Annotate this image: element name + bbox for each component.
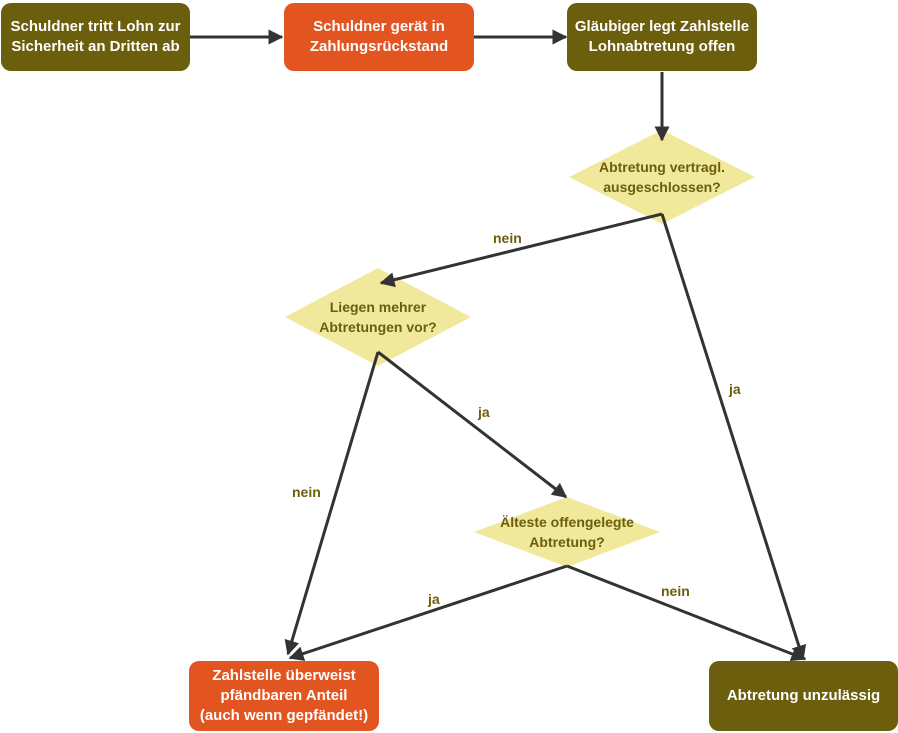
decision-text-line: Liegen mehrer (329, 299, 427, 315)
node-glaeubiger-legt-offen: Gläubiger legt Zahlstelle Lohnabtretung … (567, 3, 757, 71)
decision-text-line: Älteste offengelegte (500, 514, 634, 530)
decision-vertraglich-ausgeschlossen: Abtretung vertragl. ausgeschlossen? (569, 150, 755, 204)
node-text-line: Zahlungsrückstand (309, 38, 449, 55)
node-text-line: Abtretung unzulässig (726, 687, 881, 704)
edge-label-aelteste-nein: nein (661, 583, 690, 599)
edge-label-mehrere-ja: ja (478, 404, 490, 420)
edge-vertraglich-nein (379, 212, 663, 288)
decision-diamond-mehrere (285, 268, 471, 366)
node-abtretung-unzulaessig: Abtretung unzulässig (709, 661, 898, 731)
edge-label-vertraglich-ja: ja (729, 381, 741, 397)
node-zahlstelle-ueberweist: Zahlstelle überweist pfändbaren Anteil (… (189, 661, 379, 731)
node-text-line: Zahlstelle überweist (212, 667, 356, 684)
node-text-line: Sicherheit an Dritten ab (11, 38, 180, 55)
edge-label-mehrere-nein: nein (292, 484, 321, 500)
node-text-line: Lohnabtretung offen (588, 38, 736, 55)
edge-aelteste-ja (288, 564, 568, 661)
decision-mehrere-abtretungen: Liegen mehrer Abtretungen vor? (285, 290, 471, 344)
decision-text-line: ausgeschlossen? (603, 179, 721, 195)
edge-mehrere-nein (284, 351, 380, 656)
edge-label-vertraglich-nein: nein (493, 230, 522, 246)
node-text-line: Gläubiger legt Zahlstelle (574, 18, 750, 35)
decision-aelteste-offengelegte: Älteste offengelegte Abtretung? (474, 505, 660, 559)
node-text-line: Schuldner gerät in (313, 18, 445, 35)
decision-diamond-vertraglich (569, 130, 755, 224)
node-schuldner-tritt-lohn-ab: Schuldner tritt Lohn zur Sicherheit an D… (1, 3, 190, 71)
node-zahlungsrueckstand: Schuldner gerät in Zahlungsrückstand (284, 3, 474, 71)
decision-text-line: Abtretungen vor? (319, 319, 437, 335)
edge-label-aelteste-ja: ja (428, 591, 440, 607)
node-text-line: Schuldner tritt Lohn zur (10, 18, 181, 35)
decision-text-line: Abtretung? (529, 534, 605, 550)
edge-aelteste-nein (566, 564, 807, 662)
node-text-line: (auch wenn gepfändet!) (199, 707, 369, 724)
node-text-line: pfändbaren Anteil (220, 687, 348, 704)
edge-mehrere-ja (377, 350, 568, 499)
edge-vertraglich-ja (660, 213, 807, 661)
decision-diamond-aelteste (474, 497, 660, 567)
decision-text-line: Abtretung vertragl. (598, 159, 725, 175)
